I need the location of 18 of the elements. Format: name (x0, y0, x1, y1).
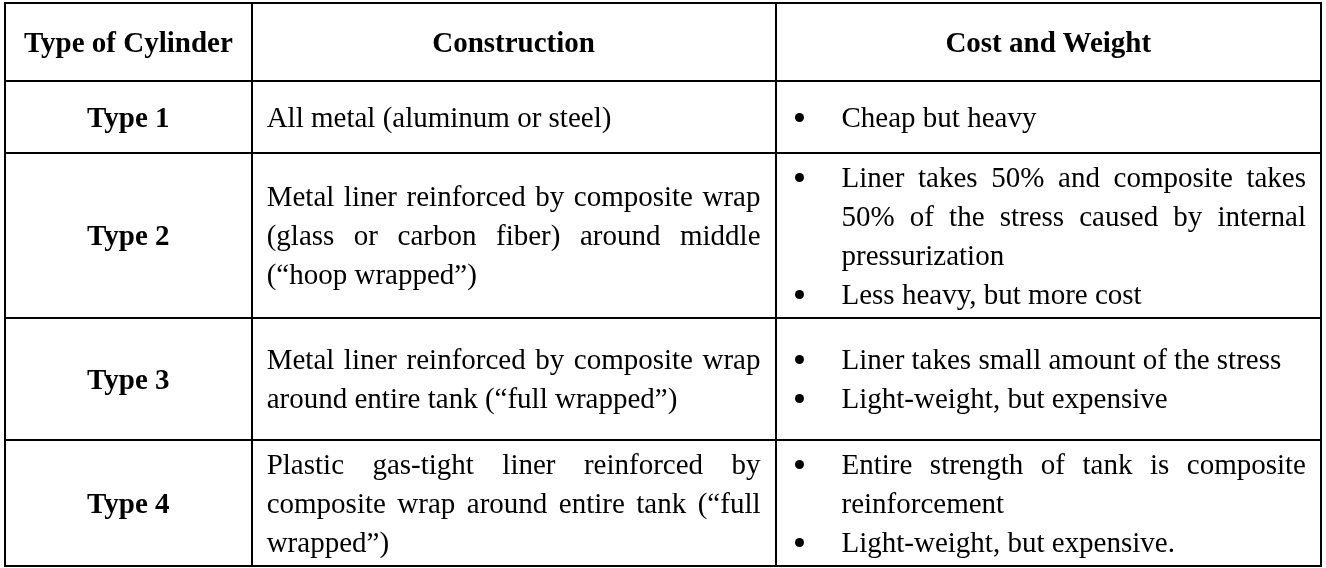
column-header: Type of Cylinder (23, 24, 233, 59)
list-item-text: Light-weight, but expensive. (841, 524, 1176, 560)
list-item-text: Entire strength of tank is composite reinforcement (841, 446, 1306, 521)
row-header: Type 4 (87, 486, 170, 519)
construction-text: Metal liner reinforced by composite wrap (glass or carbon fiber) around middle (“hoop wrapped”) (266, 179, 761, 292)
row-header: Type 3 (87, 362, 170, 395)
construction-text: Plastic gas-tight liner reinforced by composite wrap around entire tank (“full wrapped”) (266, 446, 761, 560)
construction-text: Metal liner reinforced by composite wrap around entire tank (“full wrapped”) (266, 342, 761, 416)
list-item-text: Liner takes 50% and composite takes 50% of the stress caused by internal pressurization (841, 159, 1306, 273)
row-header: Type 1 (87, 100, 170, 133)
list-item-text: Liner takes small amount of the stress (841, 342, 1283, 377)
list-item-text: Light-weight, but expensive (841, 381, 1169, 416)
list-item-text: Cheap but heavy (841, 99, 1038, 135)
row-header: Type 2 (87, 219, 170, 251)
column-header: Cost and Weight (945, 25, 1152, 58)
list-item-text: Less heavy, but more cost (841, 276, 1143, 312)
construction-text: All metal (aluminum or steel) (266, 99, 613, 135)
column-header: Construction (432, 25, 595, 58)
